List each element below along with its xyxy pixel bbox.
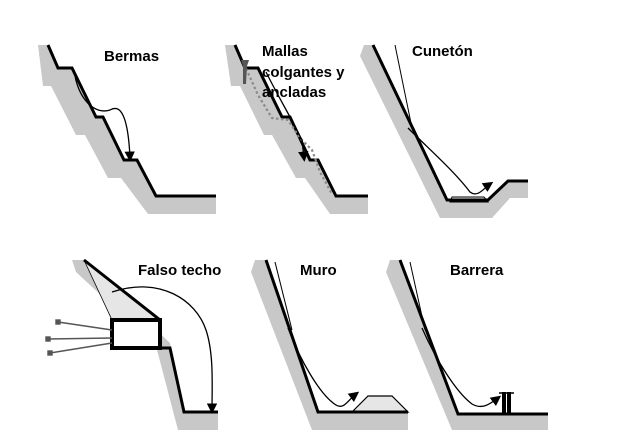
panel-falso-techo: Falso techo — [45, 258, 221, 430]
barrera-trajectory — [421, 327, 502, 408]
muro-wall-fill — [350, 395, 410, 413]
cuneton-trajectory — [407, 127, 494, 195]
panel-barrera: Barrera — [386, 259, 548, 430]
panel-mallas: Mallas colgantes y ancladas — [225, 43, 368, 214]
barrera-barrier-icon — [499, 392, 514, 414]
bermas-trajectory — [73, 69, 135, 162]
cuneton-ground-shadow — [360, 45, 528, 218]
falso-techo-slope-line — [83, 258, 218, 414]
barrera-slope-line — [398, 259, 548, 416]
barrera-label: Barrera — [450, 262, 504, 279]
bermas-label: Bermas — [104, 48, 159, 65]
muro-trajectory — [287, 327, 360, 407]
panel-bermas: Bermas — [38, 44, 216, 214]
mallas-label: Mallas colgantes y ancladas — [262, 43, 349, 101]
mallas-ground-shadow — [225, 45, 368, 214]
mallas-trajectory — [265, 71, 309, 162]
panel-cuneton: Cunetón — [360, 43, 528, 218]
mallas-anchor-icon — [241, 60, 249, 84]
mallas-net — [242, 63, 333, 195]
falso-techo-anchors-icon — [45, 319, 113, 356]
cuneton-label: Cunetón — [412, 43, 473, 60]
muro-slope-line — [264, 259, 408, 414]
falso-techo-label: Falso techo — [138, 262, 221, 279]
muro-reference-line — [274, 261, 293, 331]
barrera-ground-shadow — [386, 260, 548, 430]
cuneton-reference-line — [394, 44, 413, 129]
falso-techo-roof-structure — [110, 318, 162, 350]
panel-muro: Muro — [251, 259, 410, 430]
muro-label: Muro — [300, 262, 337, 279]
cuneton-slope-line — [371, 44, 528, 202]
bermas-slope-line — [46, 44, 216, 198]
falso-techo-trajectory — [111, 286, 218, 414]
barrera-reference-line — [409, 261, 426, 331]
